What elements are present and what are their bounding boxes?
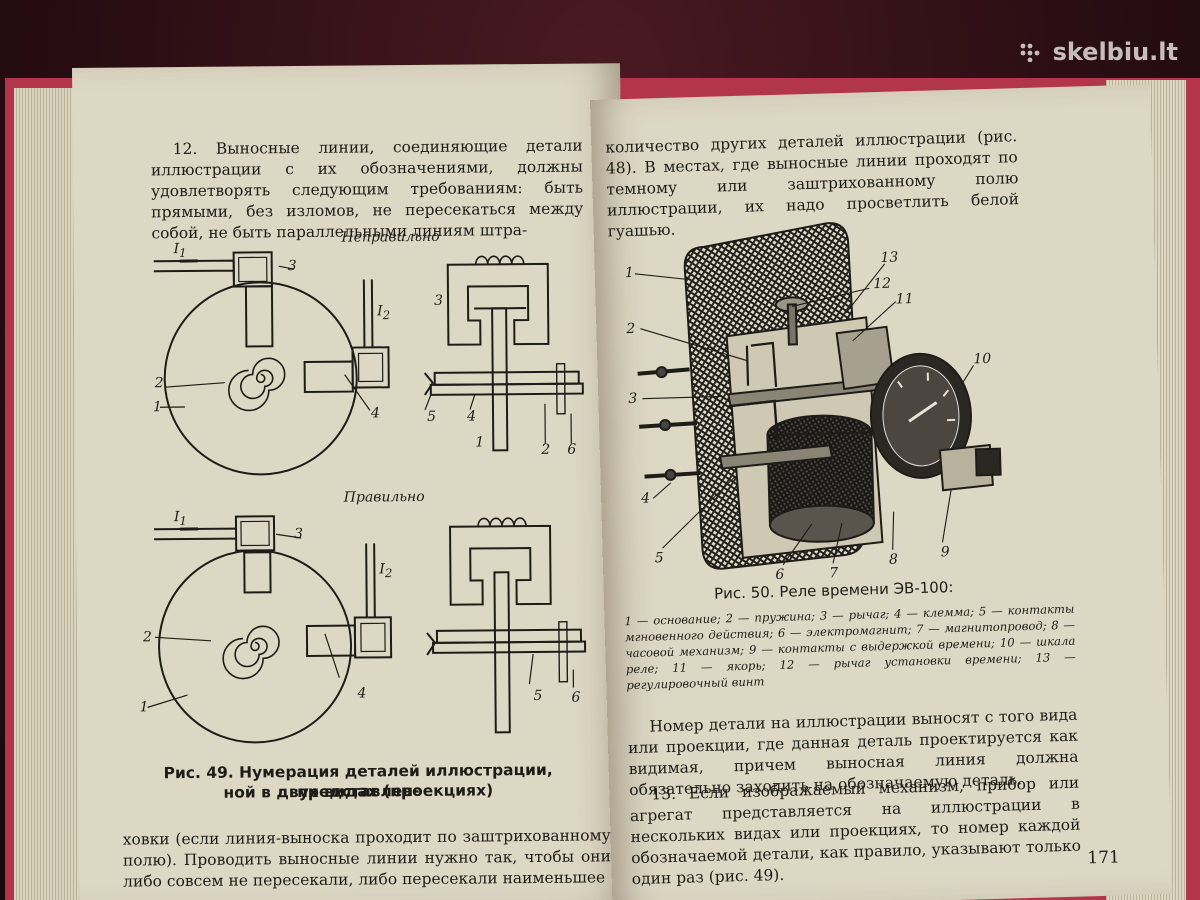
label-2-bottom: 2 bbox=[142, 629, 152, 646]
relay-label-11: 11 bbox=[895, 291, 914, 308]
label-correct: Правильно bbox=[343, 488, 425, 506]
label-2-top: 2 bbox=[154, 375, 164, 392]
label-4-right-top: 4 bbox=[466, 408, 477, 425]
relay-label-1: 1 bbox=[624, 264, 634, 282]
figure-49-diagram bbox=[147, 251, 587, 744]
relay-label-6: 6 bbox=[775, 566, 785, 584]
right-page: количество других деталей иллюстрации (р… bbox=[590, 84, 1173, 900]
electromagnet-bottom bbox=[449, 524, 552, 606]
watermark-text: skelbiu.lt bbox=[1052, 38, 1178, 66]
dots-logo-icon bbox=[1020, 43, 1039, 62]
spiral-2-bottom bbox=[222, 625, 280, 680]
label-1-top: 1 bbox=[152, 399, 162, 416]
relay-label-3: 3 bbox=[628, 390, 638, 408]
relay-label-10: 10 bbox=[973, 350, 992, 368]
label-1-bottom: 1 bbox=[139, 699, 149, 716]
label-5-bottom: 5 bbox=[533, 687, 543, 704]
disk-1-top bbox=[163, 281, 358, 476]
label-4-top: 4 bbox=[370, 405, 381, 422]
left-page: 12. Выносные линии, соединяющие детали и… bbox=[72, 63, 628, 900]
spring-2 bbox=[745, 341, 778, 387]
label-3-right-top: 3 bbox=[433, 292, 444, 309]
relay-label-9: 9 bbox=[940, 544, 950, 561]
relay-label-13: 13 bbox=[880, 249, 899, 266]
spiral-2-top bbox=[228, 357, 286, 412]
relay-label-5: 5 bbox=[654, 550, 664, 567]
relay-label-8: 8 bbox=[888, 551, 899, 568]
label-1-right-top: 1 bbox=[475, 434, 485, 451]
label-3-top: 3 bbox=[287, 258, 297, 275]
label-i1-top: I1 bbox=[173, 241, 187, 260]
watermark: skelbiu.lt bbox=[1019, 38, 1178, 66]
label-4-bottom: 4 bbox=[357, 685, 367, 702]
core-top bbox=[244, 285, 274, 348]
right-paragraph-2: 13. Если изображаемый механизм, прибор и… bbox=[629, 773, 1082, 889]
figure-50-legend: 1 — основание; 2 — пружина; 3 — рычаг; 4… bbox=[624, 601, 1076, 693]
label-2-right-top: 2 bbox=[541, 441, 551, 458]
relay-label-7: 7 bbox=[829, 565, 839, 582]
page-number: 171 bbox=[1087, 847, 1121, 869]
label-6-top: 6 bbox=[567, 441, 577, 458]
relay-label-12: 12 bbox=[873, 275, 892, 293]
page-edges-left bbox=[14, 88, 84, 900]
label-i2-top: I2 bbox=[377, 303, 391, 323]
coil-3-bottom bbox=[234, 515, 276, 552]
label-3-bottom: 3 bbox=[294, 526, 304, 543]
relay-label-4: 4 bbox=[640, 490, 651, 507]
label-5-top: 5 bbox=[426, 408, 437, 425]
figure-49-caption-line2: ной в двух видах (проекциях) bbox=[223, 781, 494, 802]
label-i2-bottom: I2 bbox=[379, 561, 393, 581]
left-bottom-paragraph: ховки (если линия-выноска проходит по за… bbox=[122, 826, 611, 891]
label-i1-bottom: I1 bbox=[173, 509, 187, 528]
label-6-bottom: 6 bbox=[571, 689, 581, 706]
relay-label-2: 2 bbox=[626, 320, 636, 338]
relay-illustration bbox=[634, 222, 1002, 570]
armature-4-bottom bbox=[353, 616, 393, 659]
electromagnet-top bbox=[446, 262, 550, 346]
